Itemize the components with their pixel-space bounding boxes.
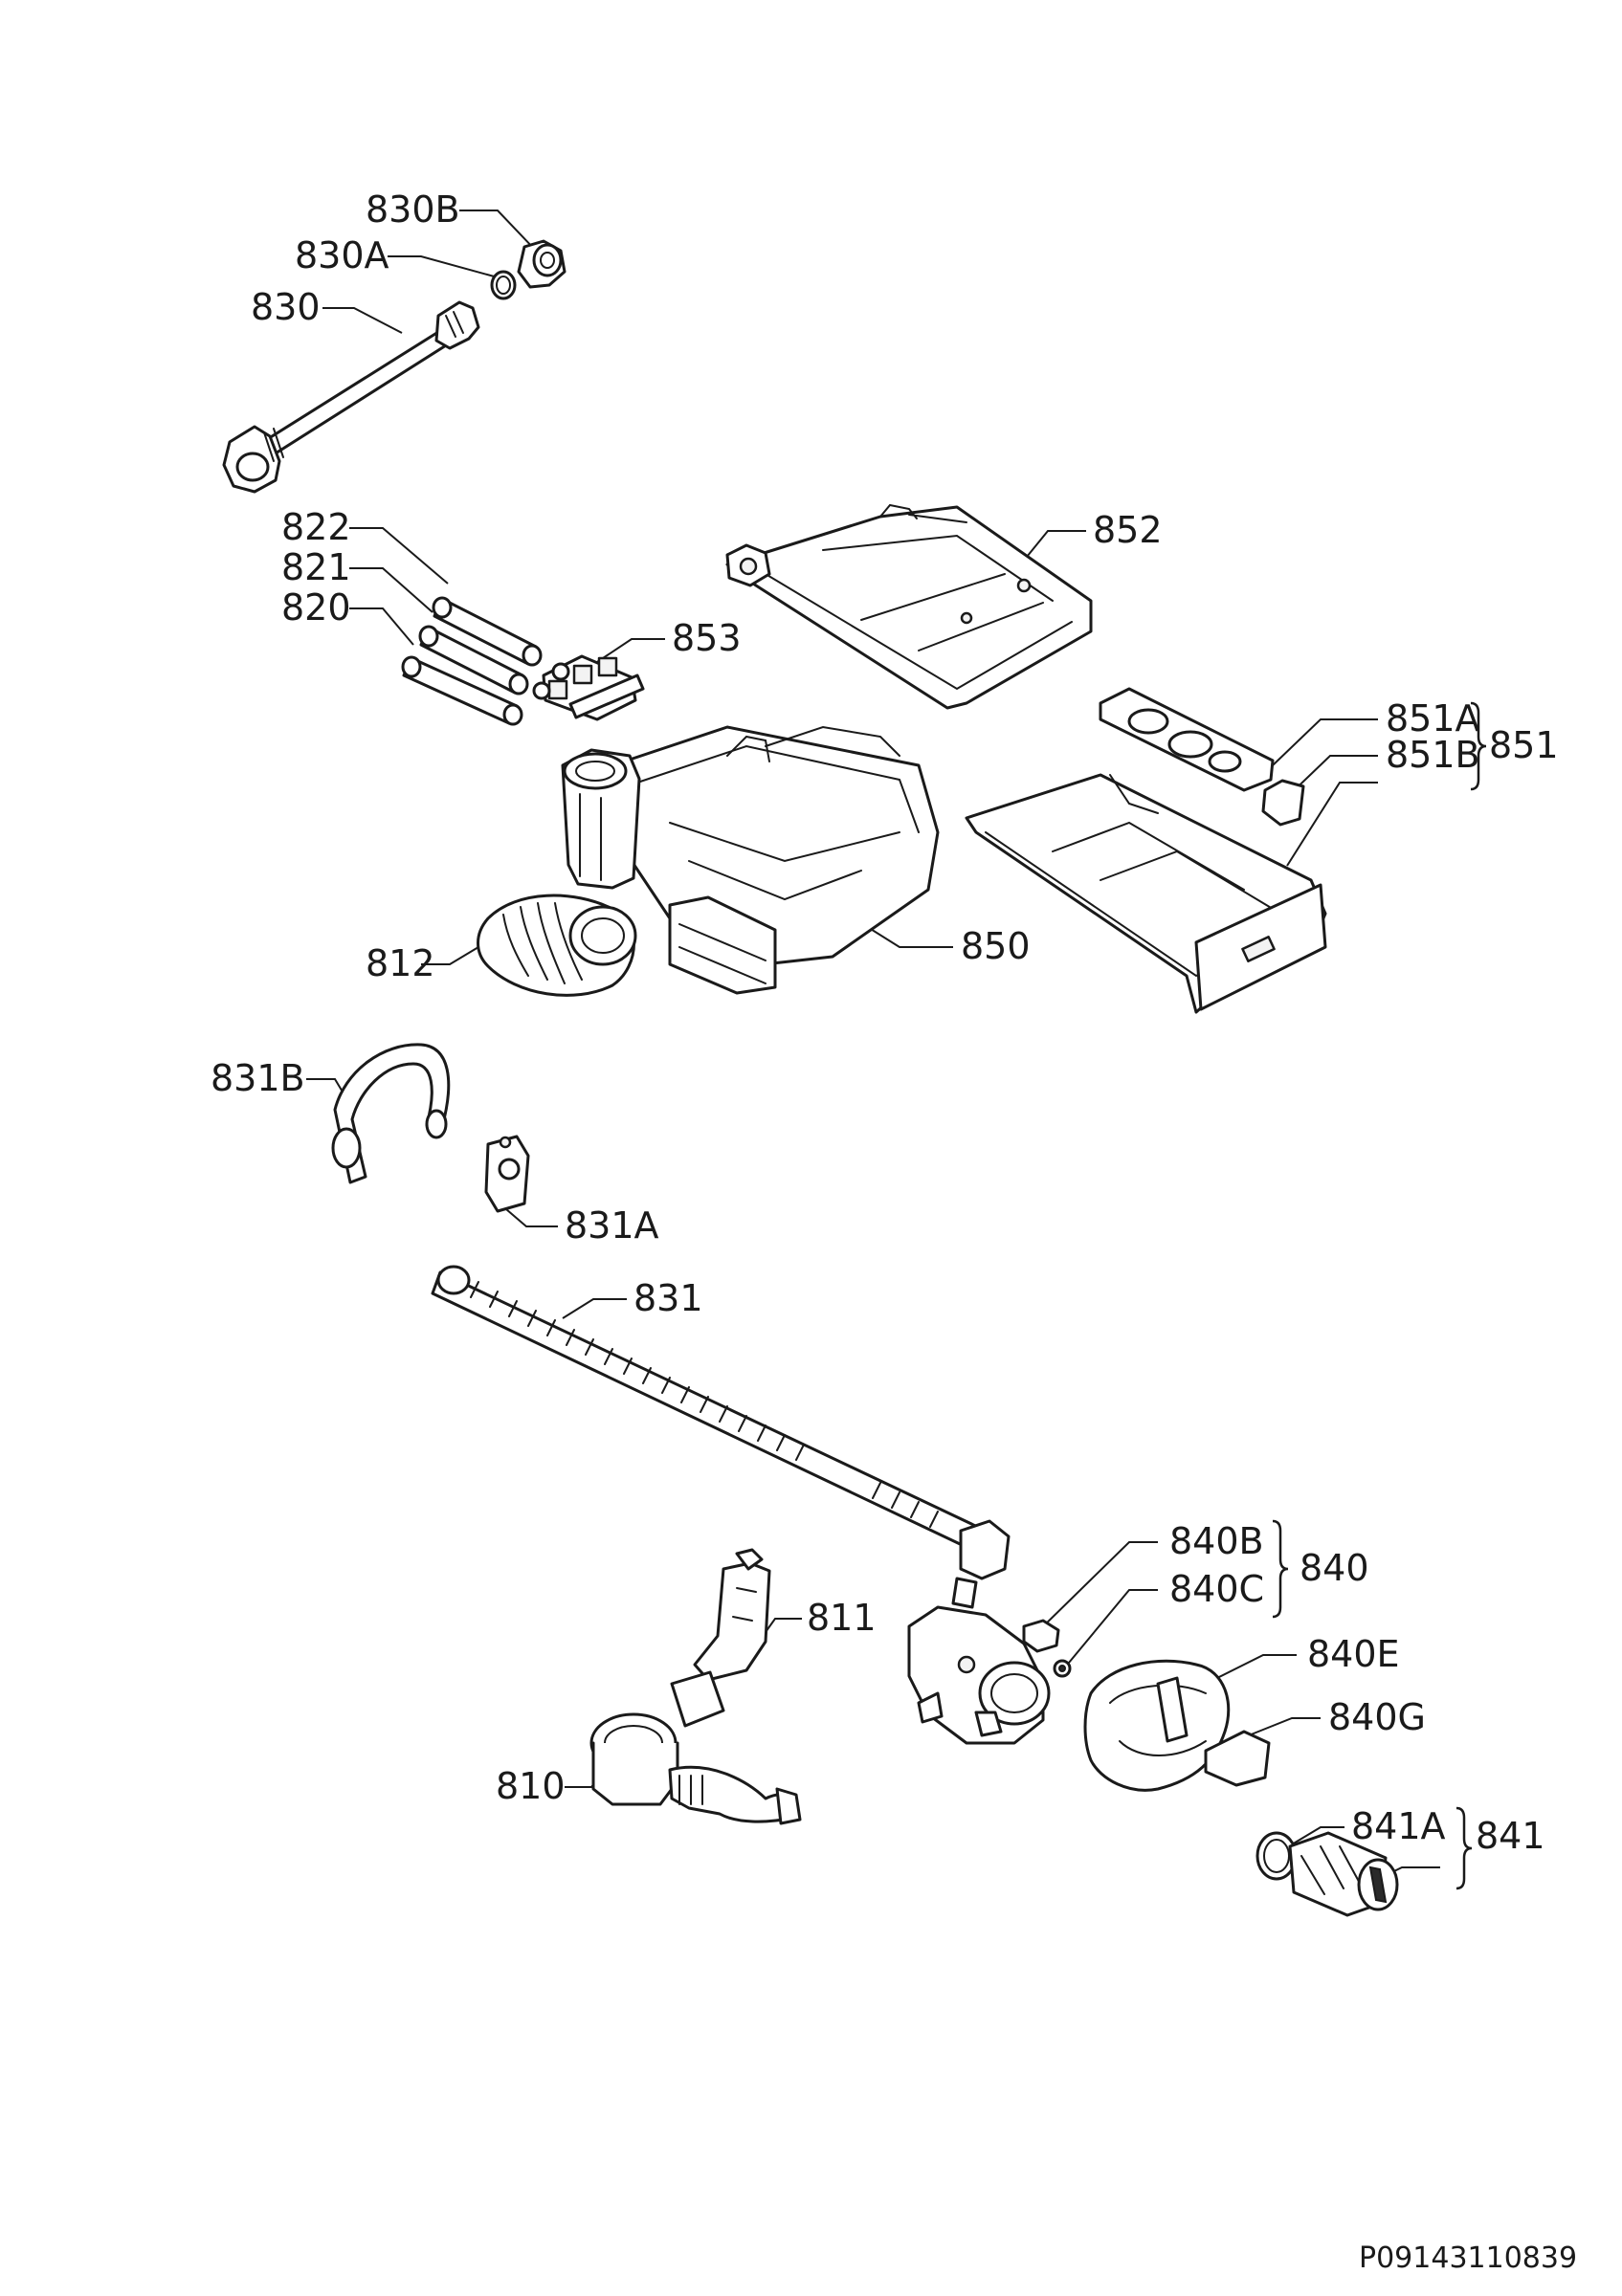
document-code: P09143110839 — [1359, 2241, 1577, 2275]
label-840E: 840E — [1307, 1633, 1400, 1675]
part-840E-pump-cover — [1083, 1659, 1231, 1792]
part-840B-gasket — [1022, 1619, 1060, 1653]
part-853-inlet-valve — [532, 654, 645, 721]
part-830-inlet-hose — [222, 300, 480, 494]
part-850-dispenser-housing — [561, 725, 940, 995]
label-841: 841 — [1476, 1815, 1545, 1857]
part-812-bellow-hose — [477, 894, 637, 997]
label-840G: 840G — [1328, 1696, 1426, 1738]
part-822-tube — [432, 596, 543, 667]
part-841A-filter-seal — [1255, 1831, 1298, 1881]
label-830B: 830B — [366, 188, 460, 231]
part-821-tube — [418, 625, 529, 695]
label-840: 840 — [1300, 1547, 1369, 1589]
part-labels: 830B 830A 830 822 821 820 853 852 851A 8… — [211, 188, 1577, 2275]
label-852: 852 — [1093, 509, 1163, 551]
label-830A: 830A — [295, 234, 389, 276]
part-840-drain-pump — [907, 1605, 1051, 1745]
part-831-drain-hose — [431, 1265, 1011, 1609]
part-831B-hose-guide — [331, 1043, 451, 1184]
part-851A-drawer-cap — [1099, 687, 1275, 792]
part-830A-seal-ring — [490, 270, 517, 300]
label-851A: 851A — [1386, 697, 1480, 740]
part-810-sump — [589, 1712, 802, 1825]
label-851: 851 — [1489, 724, 1559, 766]
label-831: 831 — [633, 1277, 703, 1319]
part-852-dispenser-cover — [725, 503, 1093, 710]
label-851B: 851B — [1386, 734, 1480, 776]
part-851-detergent-drawer — [965, 773, 1327, 1014]
label-811: 811 — [807, 1597, 877, 1639]
part-820-tube — [401, 655, 523, 726]
label-821: 821 — [281, 546, 351, 588]
part-841-drain-filter — [1288, 1831, 1399, 1917]
part-830B-nut — [517, 239, 567, 289]
label-831B: 831B — [211, 1057, 305, 1099]
label-831A: 831A — [565, 1204, 659, 1247]
label-810: 810 — [496, 1765, 566, 1807]
grouping-braces — [1272, 701, 1487, 1890]
label-841A: 841A — [1351, 1805, 1446, 1847]
label-830: 830 — [251, 286, 321, 328]
label-853: 853 — [672, 617, 742, 659]
label-840B: 840B — [1169, 1520, 1264, 1562]
part-831A-hose-clamp — [484, 1135, 530, 1213]
label-812: 812 — [366, 942, 435, 984]
label-820: 820 — [281, 586, 351, 629]
part-840G-flap — [1204, 1730, 1271, 1787]
part-811-pressure-hose — [670, 1548, 771, 1728]
label-840C: 840C — [1169, 1568, 1264, 1610]
part-840C-nut — [1053, 1659, 1072, 1678]
part-851B-clip — [1261, 779, 1305, 827]
label-850: 850 — [961, 925, 1031, 967]
label-822: 822 — [281, 506, 351, 548]
